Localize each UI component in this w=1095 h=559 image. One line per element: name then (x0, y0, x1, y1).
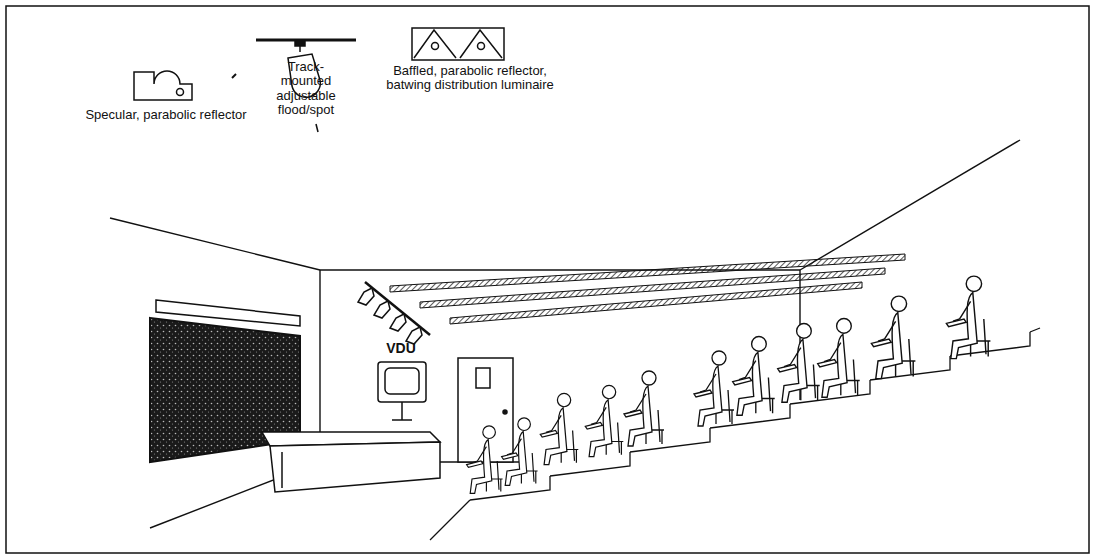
device-label: VDU (381, 341, 421, 356)
specular-icon (134, 71, 192, 100)
vdu-monitor (378, 362, 426, 420)
frame (6, 6, 1089, 553)
baffled-icon (412, 28, 504, 60)
desk (262, 432, 440, 492)
room-outline (110, 140, 1020, 528)
luminaire-label: Baffled, parabolic reflector, batwing di… (375, 64, 565, 93)
luminaire-label: Track-mounted adjustable flood/spot (263, 60, 349, 117)
seated-people (467, 276, 991, 493)
light-strips (390, 254, 905, 324)
track-lights (358, 282, 430, 344)
stepped-floor (430, 328, 1040, 540)
luminaire-label: Specular, parabolic reflector (81, 108, 251, 122)
